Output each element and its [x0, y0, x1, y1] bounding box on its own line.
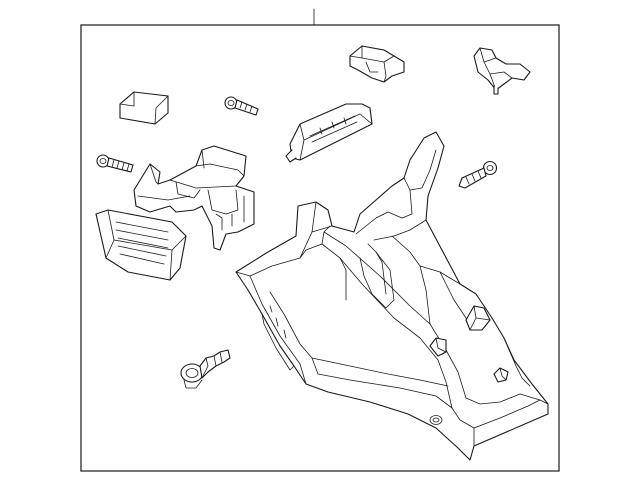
diagram-frame	[80, 24, 560, 472]
screw-icon	[458, 160, 498, 189]
clip-icon	[349, 45, 405, 83]
bracket-icon	[285, 103, 373, 163]
clip-icon	[473, 47, 531, 95]
cover-panel-icon	[119, 91, 169, 125]
bracket-icon	[95, 145, 255, 281]
fastener-icon	[180, 349, 231, 389]
panel-icon	[235, 131, 549, 461]
screw-icon	[224, 96, 259, 116]
screw-icon	[96, 154, 134, 173]
